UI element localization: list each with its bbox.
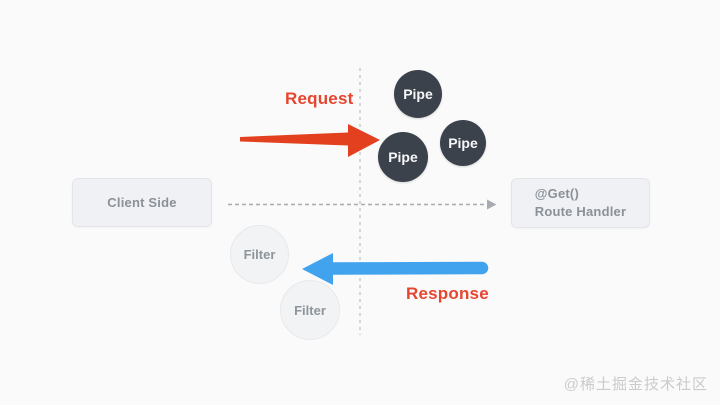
filter-node: Filter [280,280,340,340]
request-arrow-icon [240,124,380,157]
response-label: Response [406,284,489,303]
client-side-label: Client Side [107,195,177,210]
pipe-node: Pipe [378,132,428,182]
route-handler-label: @Get() Route Handler [535,185,626,221]
filter-label: Filter [243,247,276,262]
response-arrow-shaft [325,261,489,275]
pipe-label: Pipe [448,135,478,151]
pipe-node: Pipe [440,120,486,166]
pipe-label: Pipe [403,86,433,102]
pipe-node: Pipe [394,70,442,118]
watermark: @稀土掘金技术社区 [563,376,708,393]
filter-label: Filter [294,302,326,318]
route-handler-name: Route Handler [534,204,627,219]
filter-node: Filter [230,225,289,284]
response-arrow-head-icon [302,253,333,285]
route-handler-node: @Get() Route Handler [511,178,650,228]
route-handler-decorator: @Get() [534,186,579,201]
request-label: Request [285,89,354,108]
client-side-node: Client Side [72,178,212,227]
dashed-axis-arrowhead-icon [487,199,497,210]
pipe-label: Pipe [388,149,418,165]
